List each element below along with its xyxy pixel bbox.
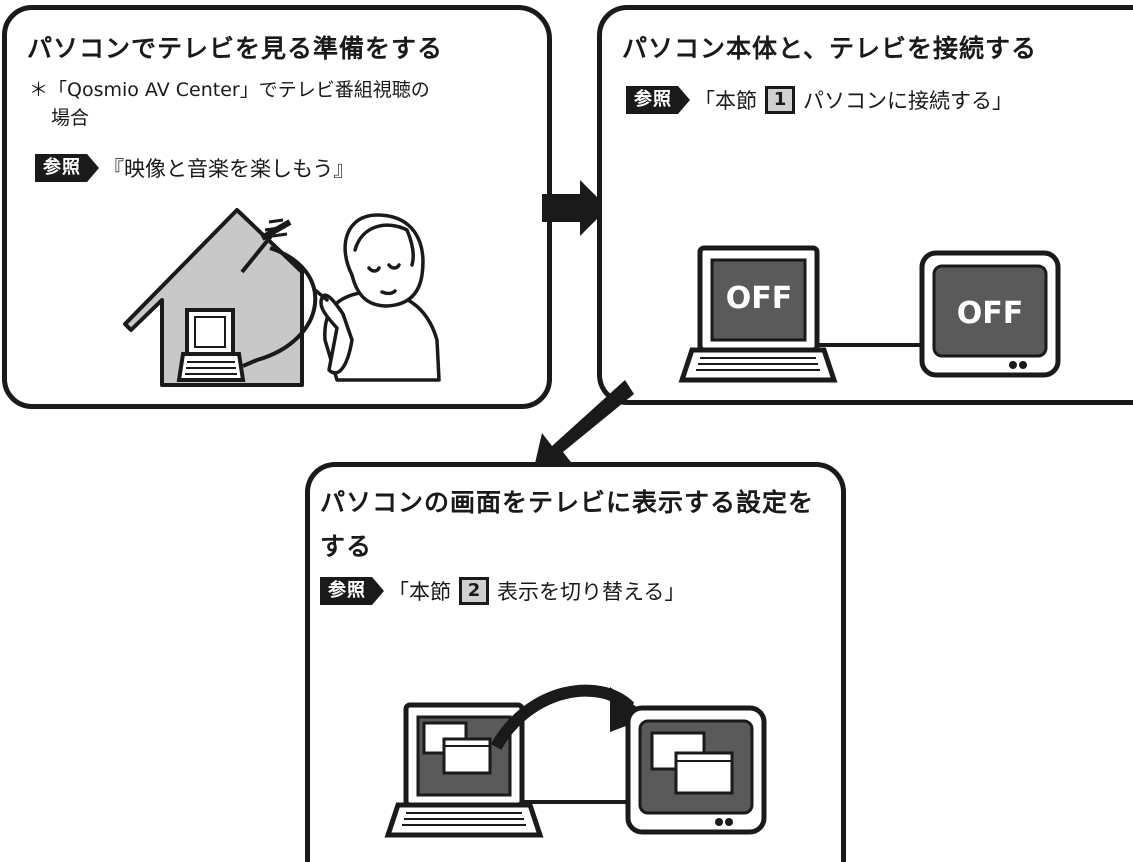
- step1-note-line1: ＊「Qosmio AV Center」でテレビ番組視聴の: [29, 79, 430, 101]
- step2-card: パソコン本体と、テレビを接続する 参照 「本節 1 パソコンに接続する」 OFF: [597, 5, 1133, 405]
- woman-pointing-icon: [313, 213, 441, 382]
- step2-title: パソコン本体と、テレビを接続する: [622, 34, 1038, 63]
- reference-badge: 参照: [35, 154, 99, 182]
- laptop-tv-display-illustration: [384, 684, 767, 838]
- step3-card: パソコンの画面をテレビに表示する設定を する 参照 「本節 2 表示を切り替える…: [305, 462, 846, 862]
- step3-reference-suffix: 表示を切り替える」: [497, 580, 686, 604]
- step1-reference: 参照 『映像と音楽を楽しもう』: [35, 152, 354, 184]
- step3-title-line1: パソコンの画面をテレビに表示する設定を: [320, 488, 815, 517]
- reference-arrow-icon: [372, 577, 384, 605]
- step3-title-line2: する: [320, 532, 373, 561]
- laptop-icon: [176, 308, 246, 382]
- step3-reference: 参照 「本節 2 表示を切り替える」: [320, 575, 685, 607]
- step2-reference-text: 「本節 1 パソコンに接続する」: [694, 85, 1013, 115]
- tv-icon: [919, 250, 1061, 378]
- step1-card: パソコンでテレビを見る準備をする ＊「Qosmio AV Center」でテレビ…: [2, 5, 552, 409]
- step1-note-line2: 場合: [51, 107, 90, 129]
- reference-badge: 参照: [320, 577, 384, 605]
- antenna-icon: [240, 218, 292, 274]
- reference-label: 参照: [320, 577, 372, 605]
- reference-arrow-icon: [678, 86, 690, 114]
- step2-reference-number: 1: [765, 86, 795, 114]
- laptop-off-label: OFF: [726, 281, 793, 316]
- step2-reference: 参照 「本節 1 パソコンに接続する」: [626, 84, 1013, 116]
- laptop-icon: [678, 245, 838, 383]
- step1-note: ＊「Qosmio AV Center」でテレビ番組視聴の 場合: [29, 76, 430, 132]
- reference-label: 参照: [35, 154, 87, 182]
- arrow-right-icon: [542, 180, 608, 236]
- arrow-down-left-icon: [533, 380, 634, 472]
- laptop-tv-off-illustration: OFF OFF: [678, 245, 1061, 383]
- reference-badge: 参照: [626, 86, 690, 114]
- step3-reference-text: 「本節 2 表示を切り替える」: [388, 576, 685, 606]
- step3-title: パソコンの画面をテレビに表示する設定を する: [320, 481, 814, 569]
- tv-icon: [625, 705, 767, 835]
- step1-title: パソコンでテレビを見る準備をする: [27, 34, 444, 63]
- step3-reference-number: 2: [459, 577, 489, 605]
- step2-reference-prefix: 「本節: [694, 89, 757, 113]
- reference-arrow-icon: [87, 154, 99, 182]
- step2-reference-suffix: パソコンに接続する」: [803, 89, 1013, 113]
- laptop-icon: [384, 702, 544, 838]
- step1-reference-text: 『映像と音楽を楽しもう』: [103, 157, 355, 181]
- step3-reference-prefix: 「本節: [388, 580, 451, 604]
- reference-label: 参照: [626, 86, 678, 114]
- tv-off-label: OFF: [957, 296, 1024, 331]
- house-antenna-illustration: [123, 208, 441, 387]
